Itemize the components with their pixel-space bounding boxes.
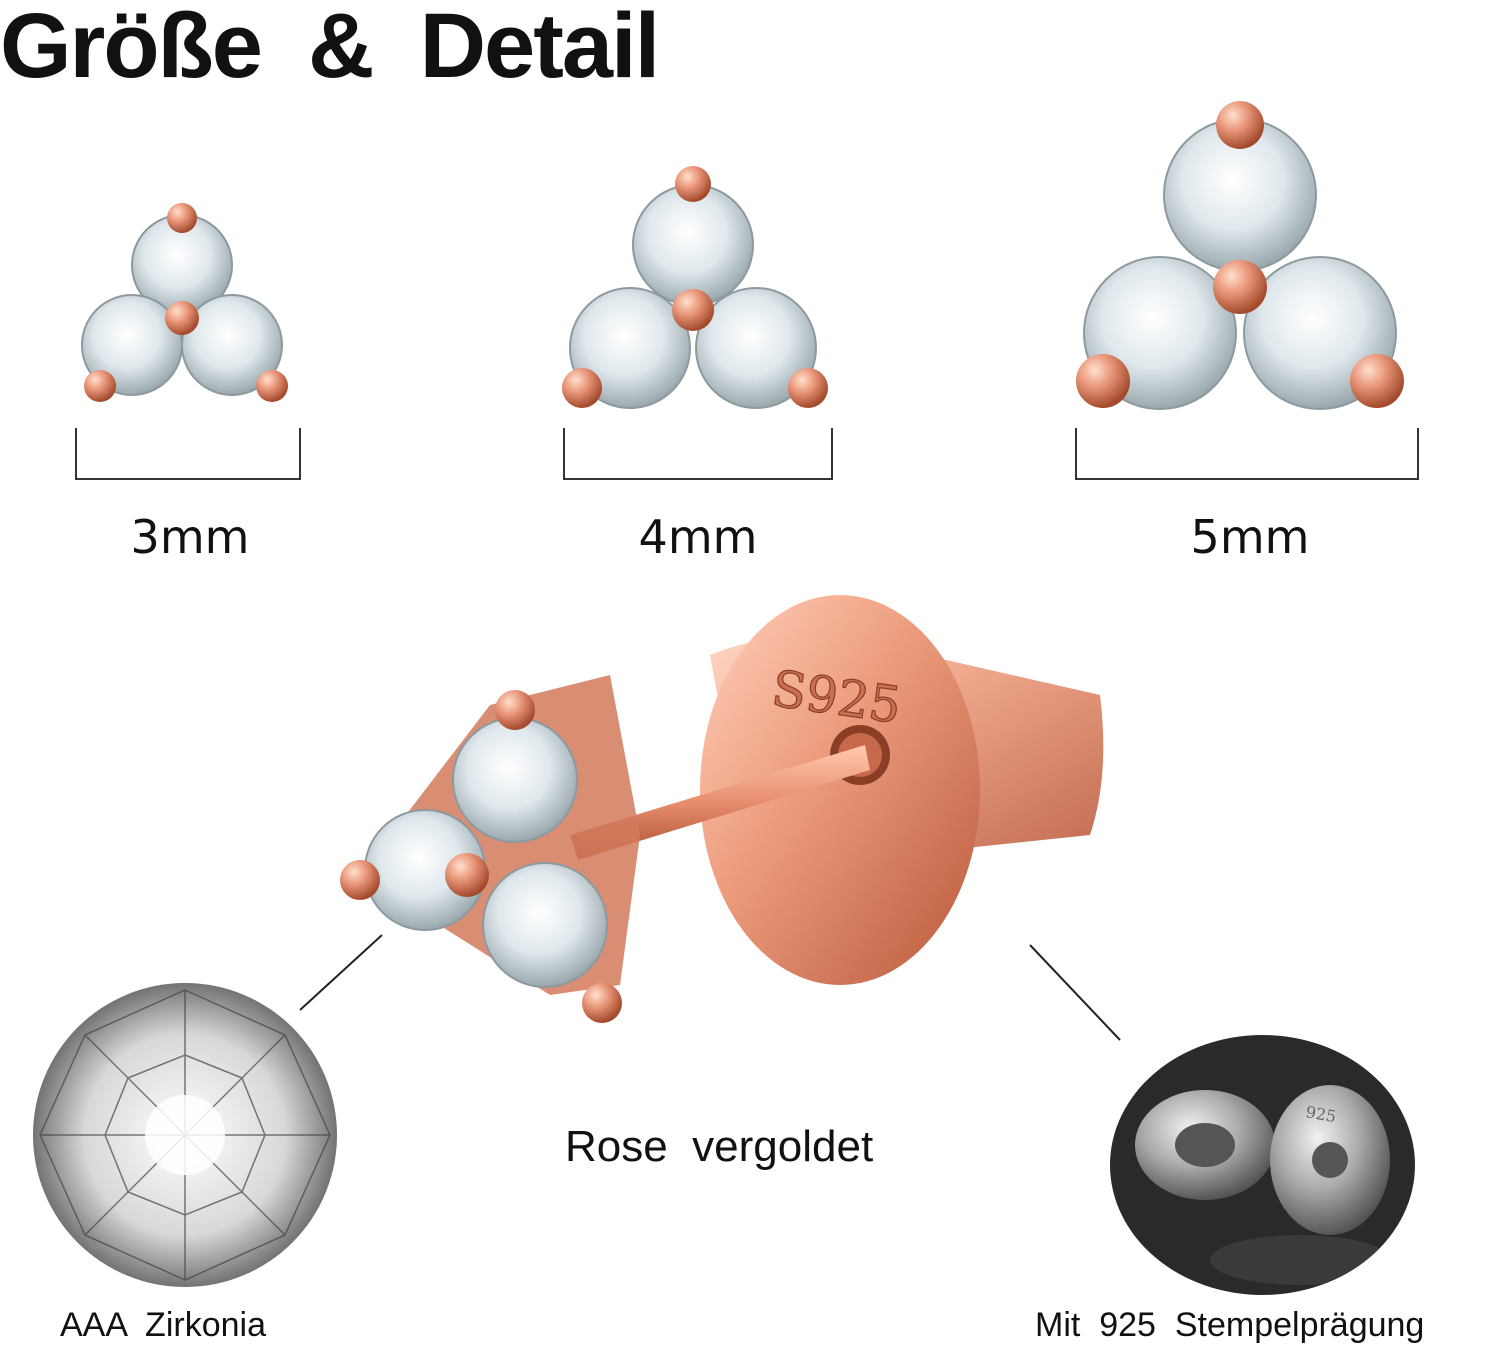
stamp-closeup-image: 925	[1110, 1035, 1415, 1295]
stud-4mm-image	[560, 160, 840, 420]
size-label-5mm: 5mm	[1190, 510, 1310, 564]
zirconia-caption: AAA Zirkonia	[60, 1306, 266, 1344]
stud-5mm-image	[1065, 95, 1415, 425]
size-bracket-3mm	[75, 428, 301, 480]
zirconia-closeup-image	[30, 980, 340, 1290]
earring-side-view-image: S925	[320, 585, 1120, 1025]
size-bracket-5mm	[1075, 428, 1419, 480]
stud-3mm-image	[70, 190, 310, 420]
size-label-3mm: 3mm	[130, 510, 250, 564]
page-title: Größe & Detail	[0, 0, 660, 97]
material-caption: Rose vergoldet	[565, 1122, 874, 1171]
stamp-caption: Mit 925 Stempelprägung	[1035, 1306, 1425, 1344]
size-label-4mm: 4mm	[638, 510, 758, 564]
size-bracket-4mm	[563, 428, 833, 480]
